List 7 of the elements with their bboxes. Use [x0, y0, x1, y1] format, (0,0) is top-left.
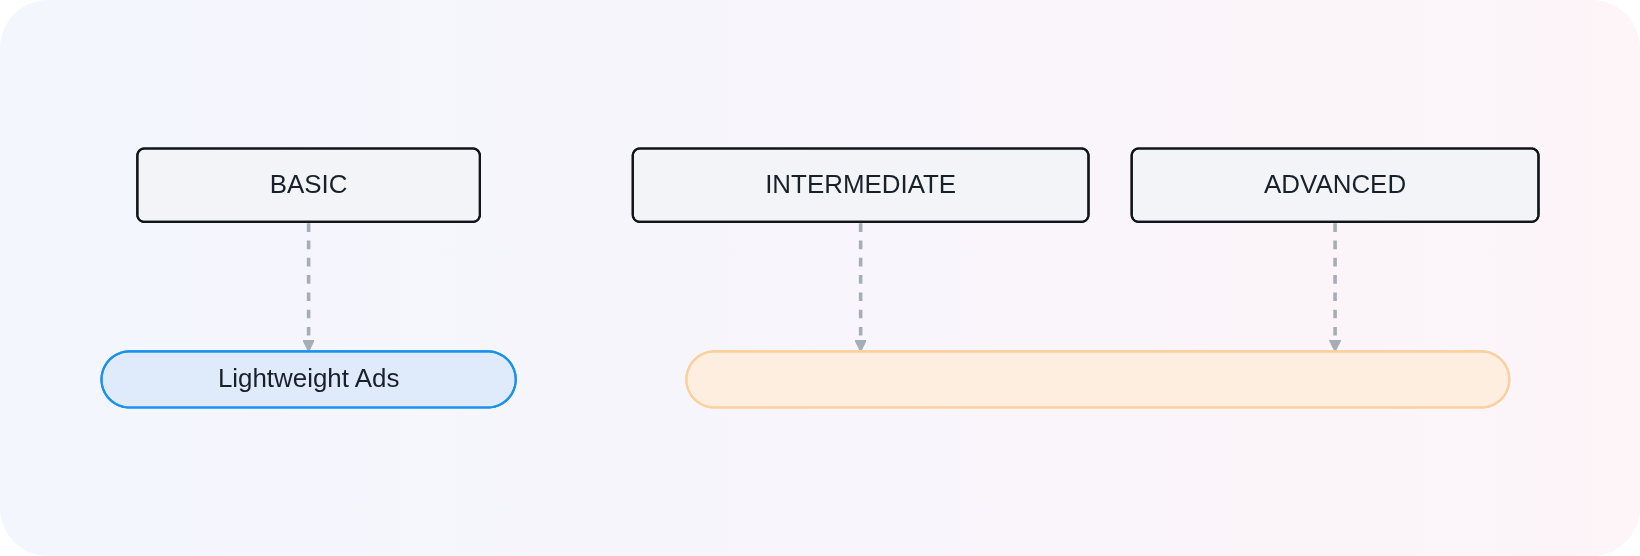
node-label: ADVANCED: [1264, 169, 1407, 201]
node-label: BASIC: [269, 169, 348, 201]
dashed-arrow: [302, 223, 315, 352]
node-label: Lightweight Ads: [217, 363, 400, 396]
dashed-arrow: [1328, 223, 1342, 352]
dashed-arrow: [854, 223, 867, 352]
node-label: INTERMEDIATE: [765, 169, 957, 201]
